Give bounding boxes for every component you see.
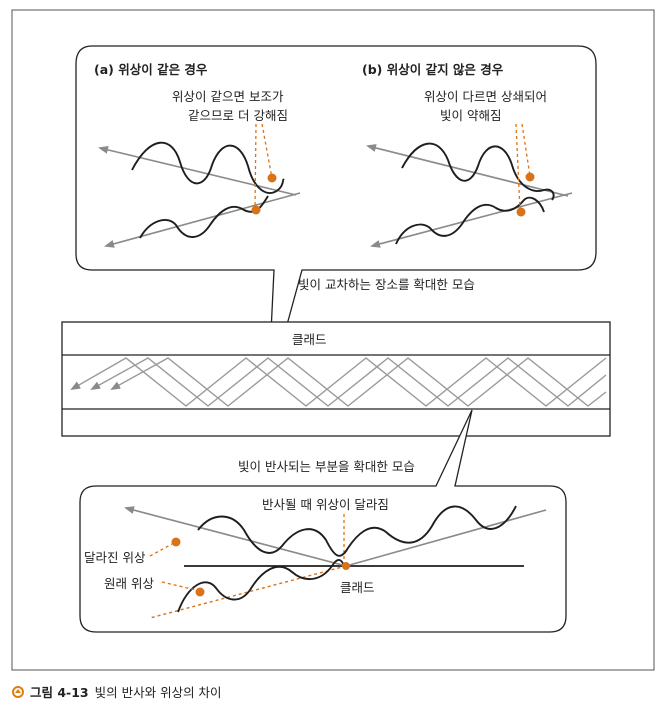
panel-b-point-1 <box>525 172 535 182</box>
figure-number: 그림 4-13 <box>30 685 89 700</box>
panel-b-ray-1 <box>366 144 569 197</box>
panel-a-ray-2 <box>104 192 301 248</box>
fiber-body <box>61 321 611 437</box>
panel-b-note-line1: 위상이 다르면 상쇄되어 <box>424 89 547 104</box>
figure-caption: 그림 4-13 빛의 반사와 위상의 차이 <box>12 682 222 701</box>
incoming-wave <box>177 559 345 613</box>
panel-a-point-2 <box>251 205 261 215</box>
panel-b-wave-2 <box>395 196 545 245</box>
original-ray-continuation <box>149 565 347 619</box>
bottom-cladding-label: 클래드 <box>340 580 375 595</box>
zoom-reflection-label: 빛이 반사되는 부분을 확대한 모습 <box>238 459 415 474</box>
reflected-ray <box>345 509 547 567</box>
incoming-ray-extension <box>124 506 347 567</box>
fiber: 빛이 교차하는 장소를 확대한 모습 클래드 <box>61 277 611 437</box>
outer-frame <box>11 9 655 671</box>
original-phase-label: 원래 위상 <box>104 576 154 591</box>
panel-a-wave-1 <box>131 141 285 194</box>
panel-b-note-line2: 빛이 약해짐 <box>440 108 501 123</box>
panel-a-title: (a) 위상이 같은 경우 <box>94 62 208 77</box>
panel-a-point-1 <box>267 173 277 183</box>
reflection-point <box>342 562 350 570</box>
bottom-panel-callout-shape <box>79 409 567 633</box>
caption-arrow-icon <box>12 685 24 698</box>
changed-phase-pointer <box>149 543 173 557</box>
fiber-ray-2 <box>90 357 607 407</box>
panel-b-wave-1 <box>401 142 555 201</box>
panel-b-pointer-2 <box>521 123 531 177</box>
reflected-wave <box>197 505 517 557</box>
fiber-ray-1 <box>70 357 607 407</box>
zoom-crossing-label: 빛이 교차하는 장소를 확대한 모습 <box>298 277 475 292</box>
panel-a-ray-1 <box>98 145 297 196</box>
top-panel: (a) 위상이 같은 경우 (b) 위상이 같지 않은 경우 위상이 같으면 보… <box>75 45 597 395</box>
panel-b-title: (b) 위상이 같지 않은 경우 <box>362 62 504 77</box>
fiber-rays <box>70 357 607 407</box>
phase-change-label: 반사될 때 위상이 달라짐 <box>262 497 389 512</box>
panel-a-note-line1: 위상이 같으면 보조가 <box>172 89 284 104</box>
original-phase-point <box>195 587 205 597</box>
bottom-panel: 빛이 반사되는 부분을 확대한 모습 반사될 때 위상이 달라짐 달라진 위상 … <box>79 409 567 633</box>
changed-phase-label: 달라진 위상 <box>84 550 146 565</box>
panel-b-point-2 <box>516 207 526 217</box>
figure-caption-text: 빛의 반사와 위상의 차이 <box>94 685 222 700</box>
panel-a-pointer-1 <box>254 123 257 209</box>
panel-a-note-line2: 같으므로 더 강해짐 <box>188 108 288 123</box>
fiber-ray-3 <box>110 357 607 407</box>
cladding-top-label: 클래드 <box>292 332 327 347</box>
changed-phase-point <box>171 537 181 547</box>
panel-b-pointer-1 <box>515 123 521 211</box>
